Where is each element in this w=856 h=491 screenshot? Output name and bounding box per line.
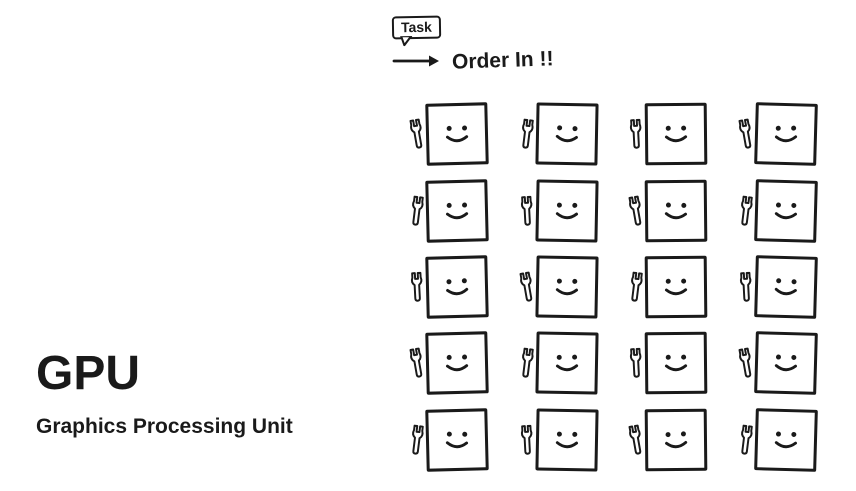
core-square: [644, 102, 708, 166]
smiley-face-icon: [665, 431, 688, 448]
gpu-core: [733, 325, 843, 401]
order-row: Order In !!: [392, 47, 554, 74]
gpu-core: [623, 402, 733, 478]
core-square: [753, 102, 818, 167]
wrench-icon: [621, 270, 651, 305]
core-square: [644, 255, 708, 319]
wrench-icon: [513, 423, 541, 456]
wrench-icon: [403, 270, 431, 303]
task-annotation: Task Order In !!: [391, 15, 554, 74]
gpu-core: [623, 325, 733, 401]
gpu-core: [404, 96, 514, 172]
core-square: [425, 178, 489, 243]
smiley-face-icon: [446, 354, 469, 372]
gpu-core: [514, 249, 624, 325]
wrench-icon: [511, 269, 542, 305]
wrench-icon: [620, 193, 651, 229]
core-square: [753, 331, 818, 396]
wrench-icon: [402, 193, 432, 228]
title-block: GPU Graphics Processing Unit: [36, 347, 293, 439]
core-square: [753, 178, 818, 243]
wrench-icon: [731, 193, 761, 228]
gpu-core: [404, 172, 514, 248]
gpu-core: [404, 249, 514, 325]
smiley-face-icon: [774, 202, 797, 219]
wrench-icon: [622, 118, 650, 151]
smiley-face-icon: [555, 431, 578, 448]
gpu-core: [514, 402, 624, 478]
core-square: [534, 102, 599, 166]
core-square: [425, 408, 489, 472]
wrench-icon: [512, 117, 542, 152]
task-label: Task: [400, 18, 433, 36]
smiley-face-icon: [664, 202, 687, 219]
core-square: [534, 179, 599, 243]
wrench-icon: [401, 345, 432, 381]
wrench-icon: [732, 270, 760, 303]
gpu-core: [404, 402, 514, 478]
wrench-icon: [730, 345, 761, 381]
core-square: [425, 331, 489, 396]
core-square: [753, 255, 818, 319]
core-square: [425, 102, 489, 166]
smiley-face-icon: [555, 355, 578, 372]
smiley-face-icon: [446, 278, 469, 296]
core-square: [534, 331, 599, 395]
wrench-icon: [402, 422, 432, 457]
wrench-icon: [513, 194, 541, 227]
task-bubble: Task: [391, 15, 442, 47]
smiley-face-icon: [664, 355, 688, 372]
wrench-icon: [620, 422, 651, 458]
gpu-core: [514, 172, 624, 248]
gpu-core: [623, 96, 733, 172]
smiley-face-icon: [774, 431, 797, 448]
gpu-core: [733, 96, 843, 172]
core-square: [644, 408, 708, 472]
wrench-icon: [401, 116, 432, 152]
gpu-core: [404, 325, 514, 401]
gpu-core: [514, 325, 624, 401]
smiley-face-icon: [774, 125, 797, 143]
smiley-face-icon: [555, 125, 578, 143]
gpu-full-name: Graphics Processing Unit: [36, 414, 293, 438]
gpu-core: [514, 96, 624, 172]
smiley-face-icon: [664, 125, 688, 143]
wrench-icon: [622, 347, 650, 380]
task-bubble-tail-icon: [400, 36, 413, 47]
smiley-face-icon: [446, 202, 469, 219]
smiley-face-icon: [445, 431, 469, 448]
gpu-core: [733, 172, 843, 248]
smiley-face-icon: [664, 278, 688, 296]
gpu-core: [733, 402, 843, 478]
core-square: [644, 179, 708, 242]
wrench-icon: [730, 116, 761, 152]
smiley-face-icon: [555, 278, 578, 296]
smiley-face-icon: [774, 354, 797, 372]
core-square: [534, 255, 599, 319]
smiley-face-icon: [555, 202, 578, 219]
order-text: Order In !!: [451, 47, 554, 74]
wrench-icon: [731, 422, 761, 457]
smiley-face-icon: [774, 278, 797, 296]
core-square: [534, 408, 599, 472]
gpu-core: [623, 249, 733, 325]
core-square: [753, 407, 818, 472]
core-square: [425, 255, 489, 319]
order-arrow-icon: [392, 55, 439, 67]
gpu-core: [733, 249, 843, 325]
core-square: [644, 332, 708, 395]
core-grid: [404, 96, 842, 478]
wrench-icon: [512, 346, 542, 381]
gpu-core: [623, 172, 733, 248]
smiley-face-icon: [446, 125, 469, 143]
gpu-acronym: GPU: [36, 347, 141, 400]
